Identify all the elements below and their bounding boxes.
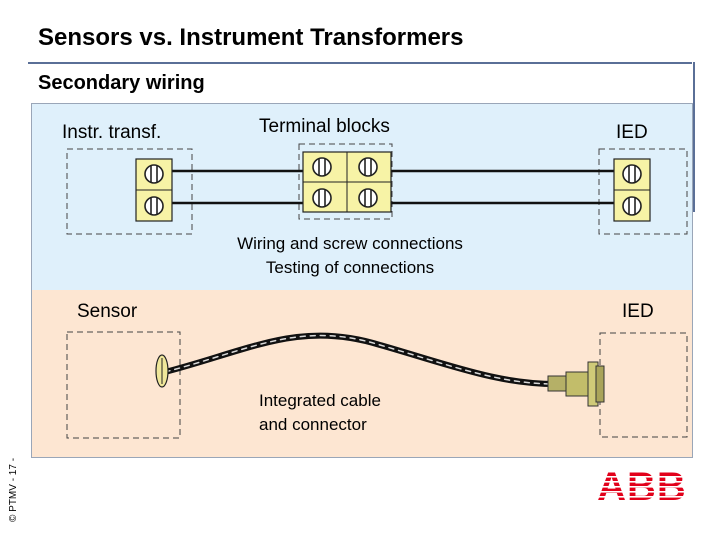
sensor-label: Sensor	[77, 301, 138, 322]
ied-label-top: IED	[616, 122, 648, 143]
ied-box-bottom	[599, 332, 688, 438]
cable-connector	[547, 361, 605, 407]
terminal-block-ied	[613, 158, 651, 222]
cable-caption-line1: Integrated cable	[259, 391, 381, 410]
integrated-cable	[162, 332, 563, 388]
instr-transf-label: Instr. transf.	[62, 122, 162, 143]
footer-credit: © PTMV - 17 -	[8, 457, 19, 522]
ied-label-bottom: IED	[622, 301, 654, 322]
instr-transf-box	[66, 148, 193, 235]
right-divider	[693, 62, 695, 212]
ied-box-top	[598, 148, 688, 235]
section-subtitle: Secondary wiring	[38, 72, 205, 94]
cable-caption-line2: and connector	[259, 415, 367, 434]
page-title: Sensors vs. Instrument Transformers	[38, 24, 464, 51]
wire-pair-top	[162, 169, 622, 205]
terminal-block-instr	[135, 158, 173, 222]
title-divider	[28, 62, 692, 64]
abb-logo: ABB	[596, 466, 688, 506]
sensor-plug	[155, 354, 169, 388]
wiring-caption-line1: Wiring and screw connections	[237, 234, 463, 253]
terminal-blocks-label: Terminal blocks	[259, 116, 390, 137]
wiring-caption-line2: Testing of connections	[265, 258, 435, 277]
sensor-box	[66, 331, 181, 439]
terminal-block-center	[302, 151, 392, 213]
terminal-blocks-box	[298, 143, 393, 220]
